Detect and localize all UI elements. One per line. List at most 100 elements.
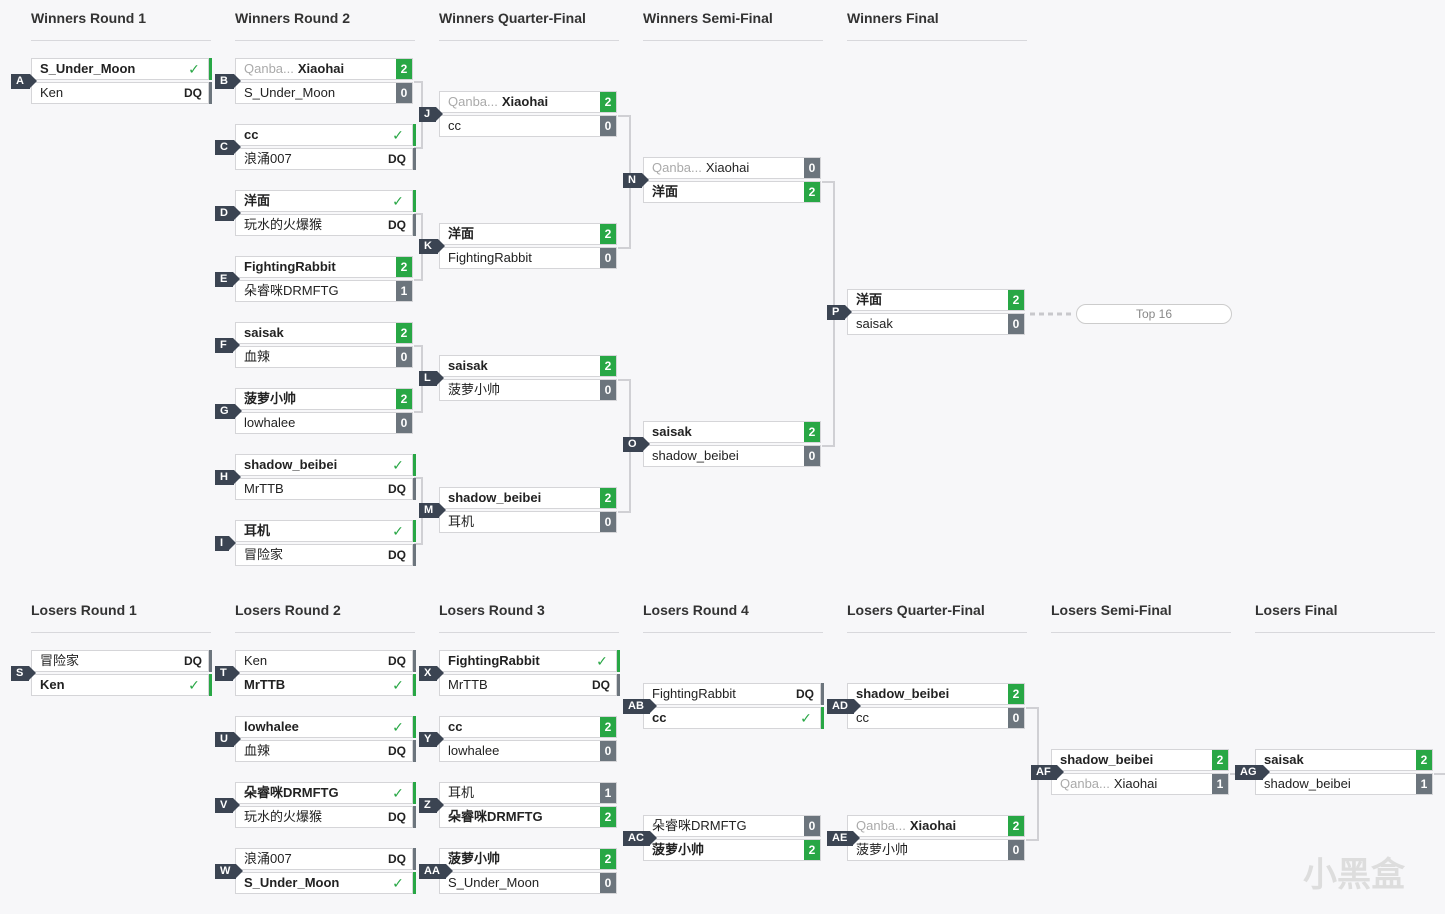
player-score: 2 [1008,684,1024,704]
top16-placeholder[interactable]: Top 16 [1076,304,1232,324]
player-row[interactable]: MrTTB✓ [235,674,416,696]
player-tag: MrTTB [448,677,488,692]
player-row[interactable]: FightingRabbit✓ [439,650,620,672]
player-name: 朵睿咪DRMFTG [244,281,339,301]
player-row[interactable]: 耳机✓ [235,520,416,542]
player-row[interactable]: Ken✓ [31,674,212,696]
player-row[interactable]: shadow_beibei✓ [235,454,416,476]
player-row[interactable]: cc✓ [643,707,824,729]
player-row[interactable]: S_Under_Moon✓ [31,58,212,80]
player-row[interactable]: S_Under_Moon✓ [235,872,416,894]
player-name: 冒险家 [244,545,283,565]
player-score: 2 [396,257,412,277]
player-row[interactable]: lowhalee✓ [235,716,416,738]
player-row[interactable]: 洋面✓ [235,190,416,212]
player-row[interactable]: cc✓ [235,124,416,146]
player-row[interactable]: 朵睿咪DRMFTG✓ [235,782,416,804]
player-tag: Ken [40,85,64,100]
